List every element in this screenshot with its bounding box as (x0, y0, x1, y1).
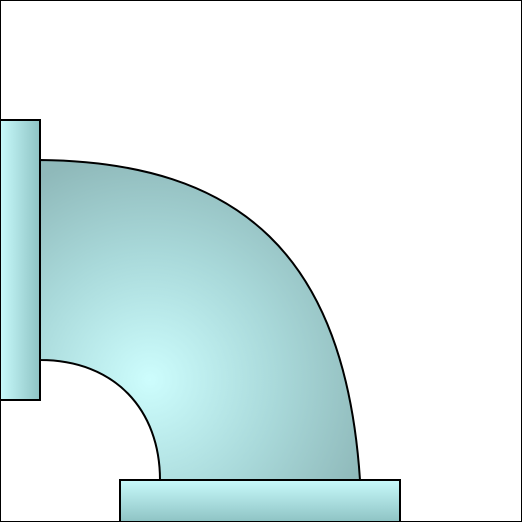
pipe-flange-left (0, 119, 41, 401)
pipe-elbow-body (39, 159, 361, 481)
pipe-flange-bottom (119, 479, 401, 522)
